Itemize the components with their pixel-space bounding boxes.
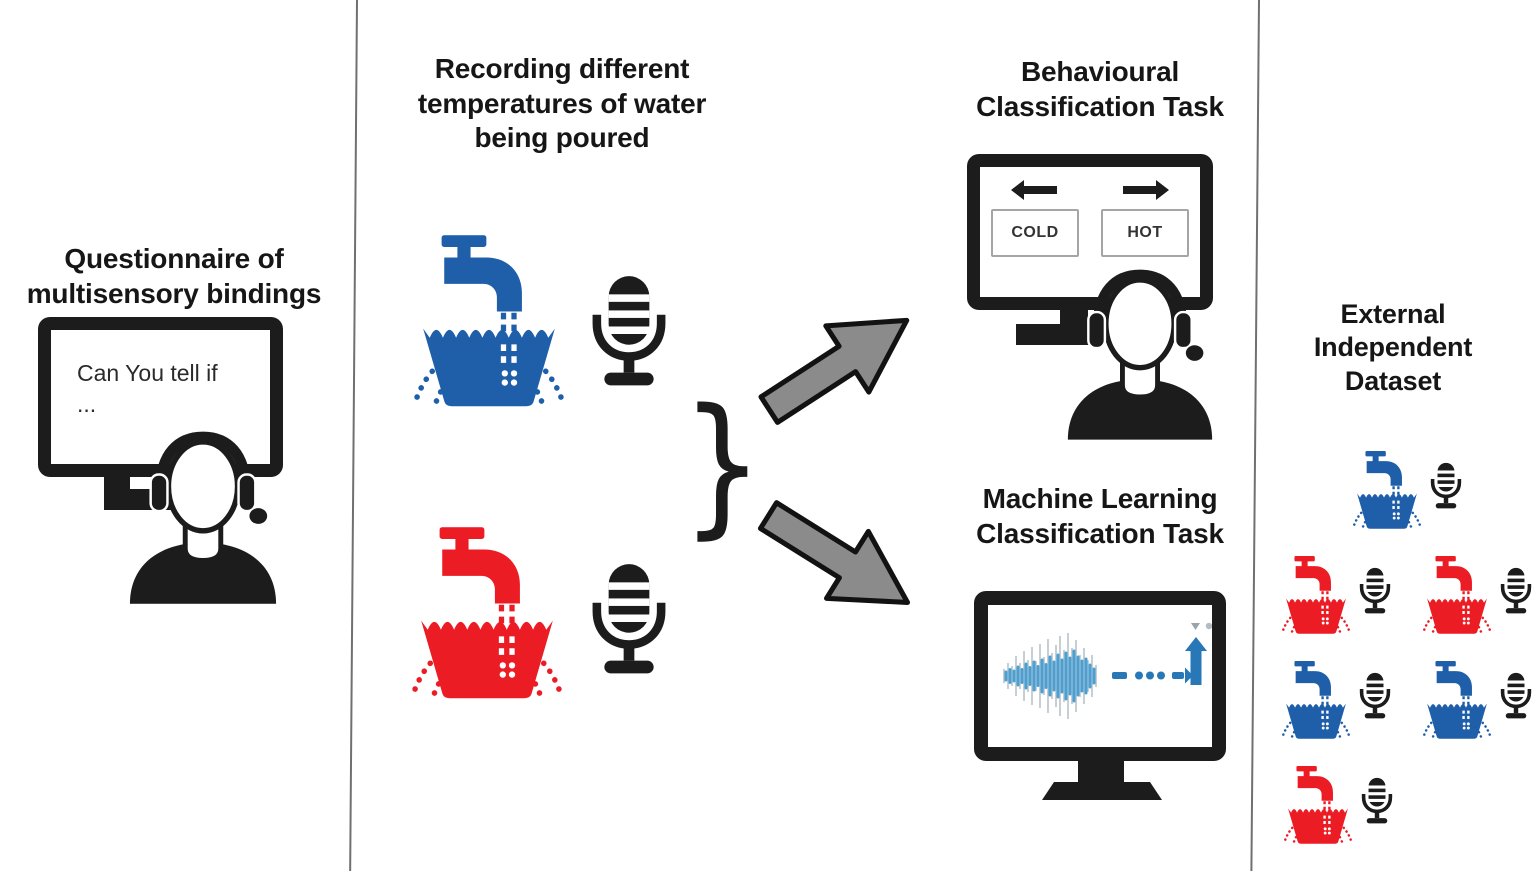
recording-sample-cold — [1280, 661, 1393, 740]
external-title: External Independent Dataset — [1268, 298, 1518, 398]
questionnaire-screen-text: Can You tell if — [77, 360, 218, 386]
recording-sample-cold — [1421, 661, 1534, 740]
questionnaire-monitor-icon: Can You tell if ... — [38, 317, 283, 477]
ml-title-line1: Machine Learning — [982, 483, 1218, 514]
external-dataset-grid — [1280, 444, 1534, 864]
arrow-to-ml-task-icon — [740, 474, 936, 645]
external-dataset-row — [1280, 654, 1534, 746]
waveform-classification-graphic — [1003, 622, 1212, 719]
questionnaire-screen-ellipsis: ... — [77, 390, 97, 417]
cold-water-pour-icon — [410, 235, 568, 409]
participant-headset-icon — [1062, 268, 1218, 440]
hot-water-pour-icon — [408, 527, 566, 701]
ml-title: Machine Learning Classification Task — [948, 482, 1252, 551]
arrow-to-behavioural-task-icon — [740, 279, 935, 452]
recording-title-line2: temperatures of water — [417, 87, 707, 119]
external-title-line1: External — [1340, 299, 1446, 329]
external-dataset-row — [1280, 549, 1534, 641]
recording-title: Recording different temperatures of wate… — [372, 52, 752, 156]
external-dataset-row — [1280, 444, 1534, 536]
recording-sample-hot — [1421, 556, 1534, 635]
cold-water-pour-icon — [1351, 451, 1423, 530]
microphone-icon — [586, 562, 672, 682]
external-title-line2: Independent — [1313, 332, 1473, 363]
grouping-brace: } — [681, 376, 764, 553]
hot-water-pour-icon — [1280, 556, 1352, 635]
questionnaire-title: Questionnaire of multisensory bindings — [0, 242, 348, 311]
monitor-base — [1042, 782, 1162, 800]
recording-title-line1: Recording different — [434, 53, 690, 84]
recording-sample-hot — [1280, 556, 1393, 635]
microphone-icon — [1357, 672, 1393, 722]
questionnaire-title-line1: Questionnaire of — [64, 243, 284, 274]
panel-divider-left — [349, 0, 359, 871]
questionnaire-title-line2: multisensory bindings — [26, 277, 322, 309]
cold-water-pour-icon — [1421, 661, 1493, 740]
behavioural-title-line1: Behavioural — [1020, 56, 1180, 87]
hot-water-pour-icon — [1282, 766, 1354, 845]
right-arrow-icon — [1123, 180, 1169, 200]
dash-icon — [1112, 672, 1127, 679]
ml-monitor-icon — [974, 591, 1226, 761]
small-right-arrow-icon — [1172, 667, 1193, 684]
external-dataset-row — [1280, 759, 1534, 851]
panel-divider-right — [1250, 0, 1261, 871]
left-arrow-icon — [1011, 180, 1057, 200]
participant-headset-icon — [124, 430, 282, 604]
recording-sample-cold — [1351, 451, 1464, 530]
classification-output-arrow-icon — [1185, 622, 1212, 685]
recording-title-line3: being poured — [474, 122, 650, 154]
microphone-icon — [586, 274, 672, 394]
behavioural-title: Behavioural Classification Task — [948, 55, 1252, 124]
ml-title-line2: Classification Task — [976, 517, 1224, 549]
microphone-icon — [1498, 567, 1534, 617]
recording-sample-hot — [1282, 766, 1395, 845]
monitor-stand-arm — [1016, 324, 1090, 345]
microphone-icon — [1498, 672, 1534, 722]
hot-water-pour-icon — [1421, 556, 1493, 635]
hot-choice: HOT — [1101, 180, 1189, 297]
ellipsis-dots-icon — [1135, 671, 1165, 680]
microphone-icon — [1357, 567, 1393, 617]
hot-response-box: HOT — [1101, 209, 1189, 257]
cold-water-pour-icon — [1280, 661, 1352, 740]
cold-choice: COLD — [991, 180, 1079, 297]
microphone-icon — [1359, 777, 1395, 827]
microphone-icon — [1428, 462, 1464, 512]
monitor-stand — [1078, 760, 1124, 785]
behavioural-title-line2: Classification Task — [976, 90, 1224, 122]
external-title-line3: Dataset — [1344, 365, 1442, 396]
cold-response-box: COLD — [991, 209, 1079, 257]
